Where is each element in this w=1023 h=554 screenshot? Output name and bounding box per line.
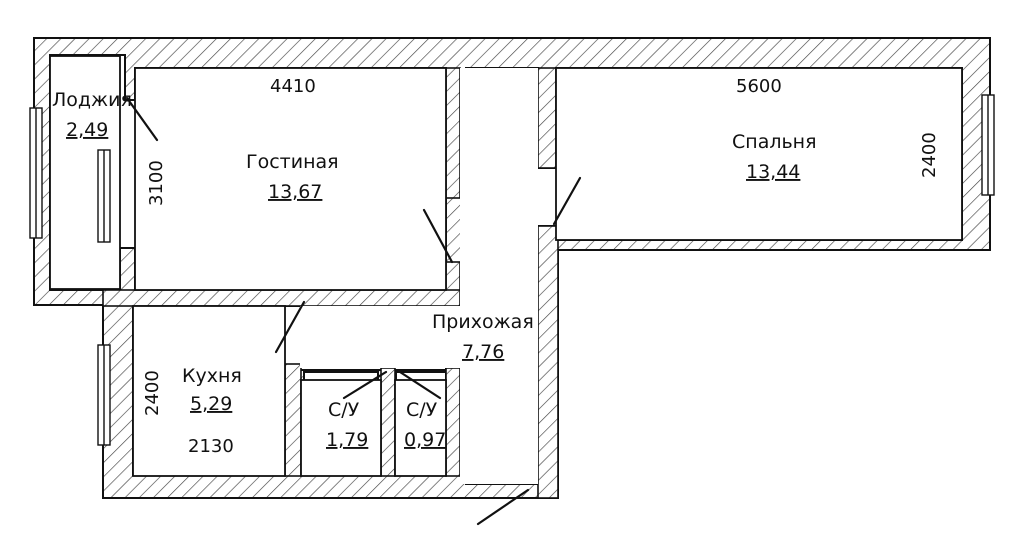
door-living [422, 208, 454, 264]
room-kitchen-floor [133, 306, 285, 476]
dim-bedroom-depth: 2400 [919, 132, 940, 178]
window-kitchen [97, 344, 111, 446]
window-living [97, 149, 111, 243]
room-wc2-floor [395, 380, 446, 476]
label-kitchen-name: Кухня [182, 365, 242, 387]
dim-living-width: 4410 [270, 76, 316, 97]
label-hallway-name: Прихожая [432, 311, 534, 333]
label-wc2-name: С/У [406, 399, 438, 421]
partition-hall-kitchen [445, 367, 461, 477]
door-bedroom [552, 176, 582, 226]
label-kitchen-area: 5,29 [190, 393, 232, 415]
room-wc1-floor [301, 380, 381, 476]
room-outlines [49, 55, 963, 477]
partition-kitchen-living [102, 289, 461, 307]
label-living-area: 13,67 [268, 181, 322, 203]
label-bedroom-area: 13,44 [746, 161, 800, 183]
partition-living-hall [445, 67, 461, 199]
label-wc2-area: 0,97 [404, 429, 446, 451]
dim-kitchen-depth: 2400 [142, 370, 163, 416]
partition-bedroom-hall [537, 67, 557, 169]
partition-kitchen-wc [284, 363, 302, 477]
windows [29, 94, 995, 446]
door-wc2 [398, 370, 442, 400]
room-bedroom-floor [556, 68, 962, 240]
partition-wc1-wc2 [380, 367, 396, 477]
room-hallway-lower-floor [300, 306, 460, 368]
room-hallway-floor [460, 68, 538, 484]
dim-bedroom-width: 5600 [736, 76, 782, 97]
label-loggia-area: 2,49 [66, 119, 108, 141]
doors [125, 96, 582, 526]
label-wc1-area: 1,79 [326, 429, 368, 451]
dim-kitchen-width: 2130 [188, 436, 234, 457]
label-loggia-name: Лоджия [52, 89, 132, 111]
door-loggia [125, 96, 159, 142]
window-loggia [29, 107, 43, 239]
dim-living-depth: 3100 [146, 160, 167, 206]
partition-hall-right [537, 225, 559, 499]
door-wc1 [342, 370, 388, 400]
label-bedroom-name: Спальня [732, 131, 817, 153]
room-living-floor [135, 68, 446, 290]
label-wc1-name: С/У [328, 399, 360, 421]
window-bedroom [981, 94, 995, 196]
label-hallway-area: 7,76 [462, 341, 504, 363]
label-living-name: Гостиная [246, 151, 339, 173]
door-entrance [476, 488, 530, 526]
door-kitchen [274, 300, 306, 354]
